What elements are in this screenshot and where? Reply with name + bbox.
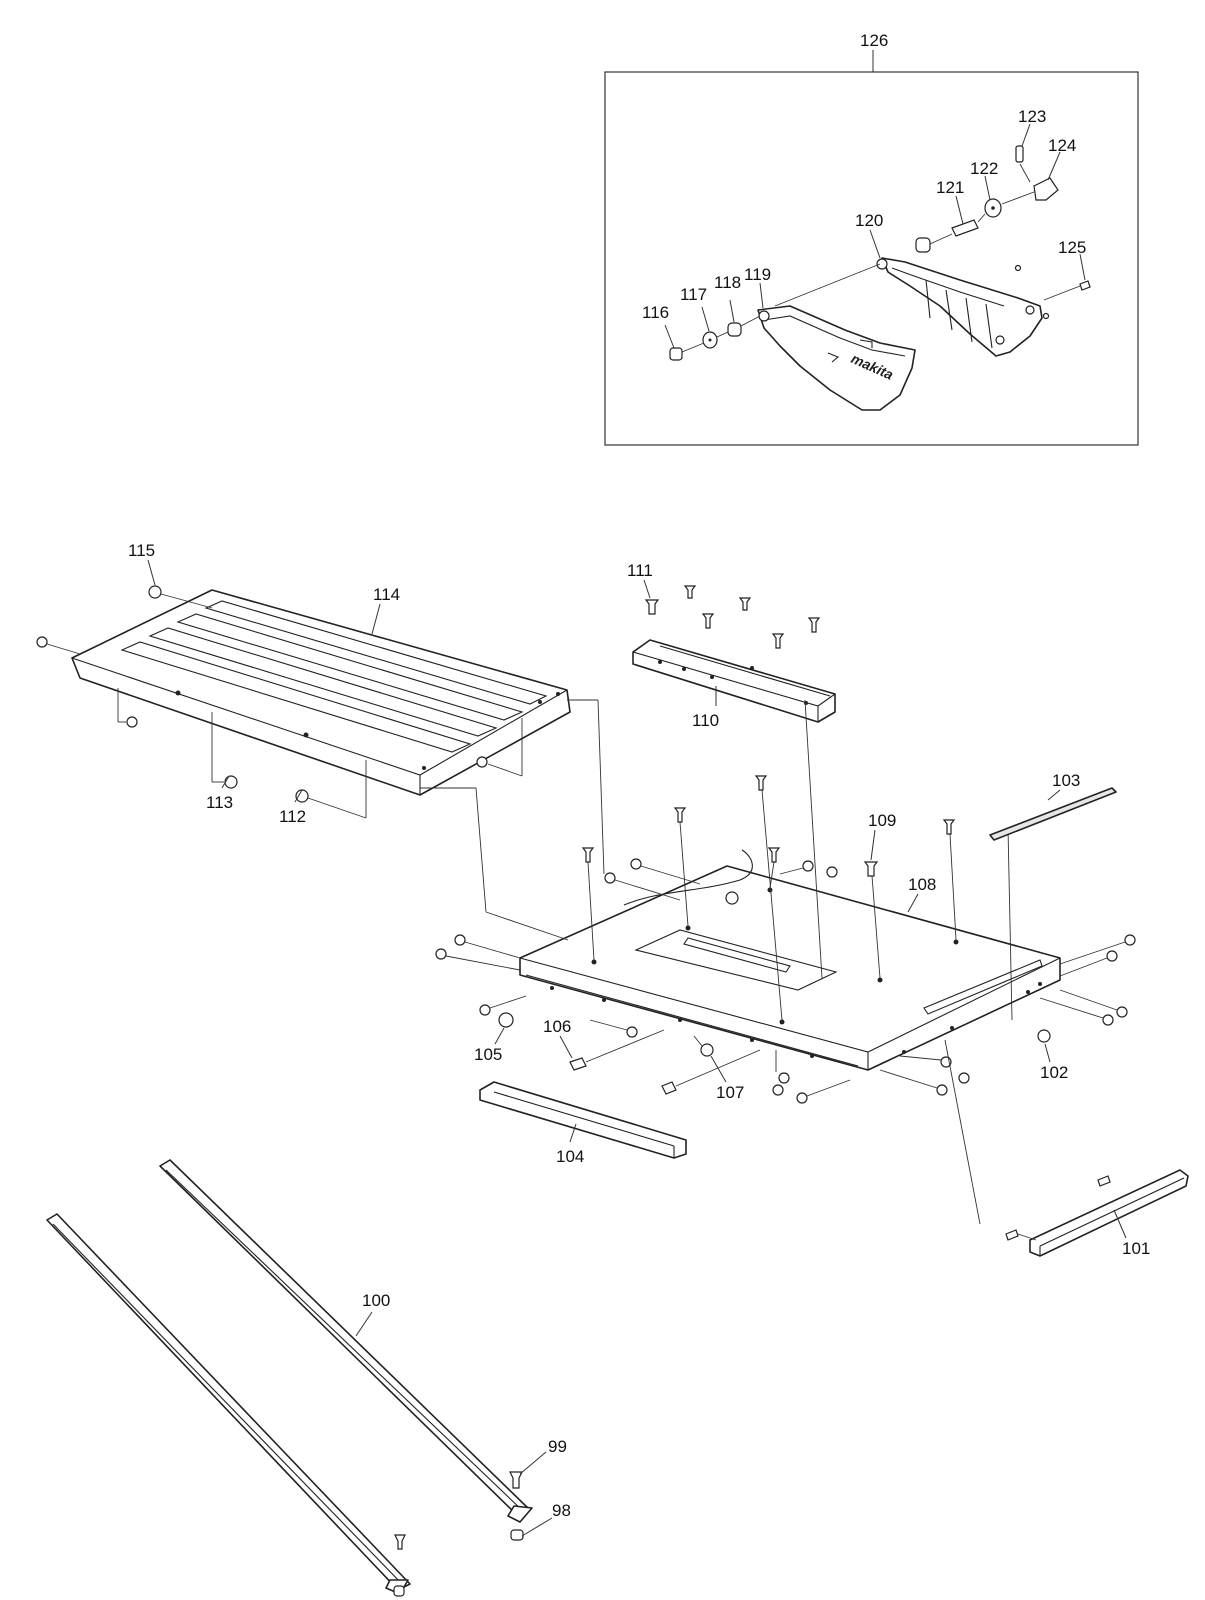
screw-112 bbox=[295, 789, 309, 803]
rail-104 bbox=[479, 1081, 687, 1159]
nut-102 bbox=[1037, 1029, 1051, 1043]
nut-107 bbox=[700, 1043, 714, 1057]
callout-100: 100 bbox=[362, 1291, 390, 1310]
guard-assembly-frame bbox=[604, 71, 1139, 446]
nut-105 bbox=[498, 1012, 514, 1028]
callout-119: 119 bbox=[744, 265, 771, 284]
extension-table bbox=[71, 589, 571, 796]
rail-101 bbox=[1005, 1169, 1189, 1257]
callout-124: 124 bbox=[1048, 136, 1076, 155]
leg-rear bbox=[46, 1213, 411, 1591]
main-table bbox=[519, 849, 1061, 1071]
callout-110: 110 bbox=[692, 711, 719, 730]
guard-left-half: makita bbox=[757, 305, 916, 411]
callout-labels: 126 123 124 122 121 120 125 119 118 117 … bbox=[128, 31, 1150, 1520]
main-table-side-hardware bbox=[420, 699, 1136, 1225]
callout-112: 112 bbox=[279, 807, 306, 826]
nut-98 bbox=[510, 1529, 524, 1541]
guard-hardware bbox=[669, 145, 1091, 361]
pin-121 bbox=[951, 219, 979, 237]
tape-strip bbox=[989, 787, 1117, 841]
guard-right-half bbox=[876, 257, 1043, 357]
callout-126: 126 bbox=[860, 31, 888, 50]
support-legs bbox=[46, 1159, 553, 1597]
callout-103: 103 bbox=[1052, 771, 1080, 790]
lever-124 bbox=[1033, 177, 1059, 201]
callout-111: 111 bbox=[627, 561, 653, 580]
extension-table-hardware bbox=[36, 559, 523, 819]
main-table-screws bbox=[581, 775, 957, 1021]
fence-screws bbox=[643, 579, 821, 649]
pin-123 bbox=[1015, 145, 1024, 163]
nut-116 bbox=[669, 347, 683, 361]
callout-104: 104 bbox=[556, 1147, 584, 1166]
bolt-99 bbox=[509, 1471, 523, 1489]
callout-98: 98 bbox=[552, 1501, 571, 1520]
callout-105: 105 bbox=[474, 1045, 502, 1064]
callout-120: 120 bbox=[855, 211, 883, 230]
callout-114: 114 bbox=[373, 585, 400, 604]
callout-118: 118 bbox=[714, 273, 741, 292]
callout-125: 125 bbox=[1058, 238, 1086, 257]
callout-101: 101 bbox=[1122, 1239, 1150, 1258]
callout-123: 123 bbox=[1018, 107, 1046, 126]
screw-125 bbox=[1079, 280, 1091, 291]
callout-121: 121 bbox=[936, 178, 964, 197]
callout-122: 122 bbox=[970, 159, 998, 178]
callout-107: 107 bbox=[716, 1083, 744, 1102]
collar-118 bbox=[727, 322, 742, 337]
callout-106: 106 bbox=[543, 1017, 571, 1036]
nut-113 bbox=[224, 775, 238, 789]
callout-113: 113 bbox=[206, 793, 233, 812]
callout-108: 108 bbox=[908, 875, 936, 894]
fence-bar bbox=[632, 639, 836, 723]
screw-115 bbox=[148, 585, 162, 599]
screw-106 bbox=[569, 1057, 587, 1071]
callout-117: 117 bbox=[680, 285, 707, 304]
callout-102: 102 bbox=[1040, 1063, 1068, 1082]
callout-109: 109 bbox=[868, 811, 896, 830]
callout-99: 99 bbox=[548, 1437, 567, 1456]
spacer-120 bbox=[915, 237, 931, 253]
callout-116: 116 bbox=[642, 303, 669, 322]
blade-guard-assembly: makita bbox=[604, 50, 1139, 446]
callout-115: 115 bbox=[128, 541, 155, 560]
